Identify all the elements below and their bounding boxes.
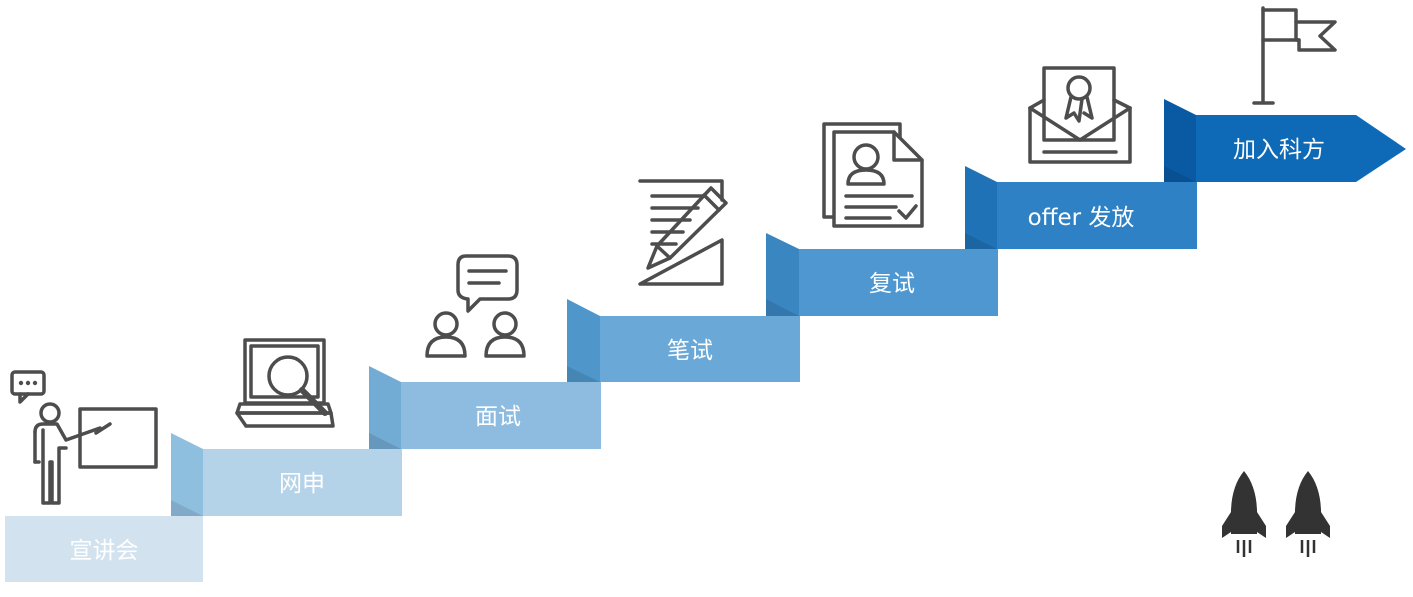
step-label: 加入科方 [1233,137,1325,163]
step-label: offer 发放 [1028,205,1135,231]
step-bishi: 笔试 [567,299,800,382]
step-mianshi: 面试 [369,366,601,449]
rocket-icon [1286,471,1330,557]
step-label: 网申 [279,471,325,497]
step-xuanjianghui: 宣讲会 [5,516,203,582]
step-join: 加入科方 [1164,99,1406,182]
step-label: 宣讲会 [70,538,139,564]
step-fushi: 复试 [766,233,998,316]
process-ribbon: 宣讲会 网申 面试 笔试 复试 [5,99,1406,582]
laptop-search-icon [235,338,335,428]
flag-icon [1252,6,1337,105]
resume-check-icon [822,122,924,228]
step-label: 复试 [869,271,915,297]
chat-people-icon [425,254,526,358]
pencil-document-icon [638,179,728,286]
step-wangshen: 网申 [171,433,402,516]
presenter-icon [10,370,158,505]
step-offer: offer 发放 [965,166,1197,249]
step-label: 面试 [475,404,521,430]
certificate-envelope-icon [1028,66,1132,164]
rocket-icon [1222,471,1266,557]
step-label: 笔试 [667,338,713,364]
